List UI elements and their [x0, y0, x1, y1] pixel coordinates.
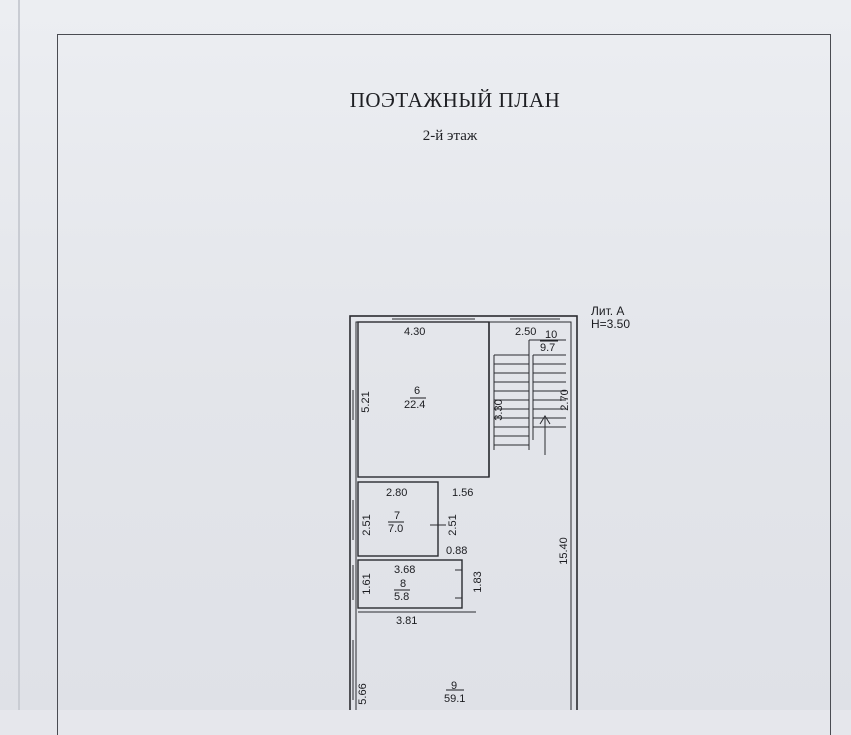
dim-2-80: 2.80	[386, 487, 408, 499]
plan-title: ПОЭТАЖНЫЙ ПЛАН	[349, 88, 561, 112]
outer-wall	[349, 315, 578, 710]
room-9-area: 59.1	[444, 693, 466, 705]
room-10-area: 9.7	[540, 342, 556, 354]
room-6-area: 22.4	[404, 399, 426, 411]
page-edge	[18, 0, 20, 710]
paper-background	[0, 0, 851, 710]
room-6-number: 6	[414, 385, 421, 397]
lit-label: Лит. А	[591, 304, 625, 318]
dim-2-51-right: 2.51	[447, 514, 459, 536]
dim-2-50: 2.50	[515, 326, 537, 338]
dim-5-66: 5.66	[357, 683, 369, 705]
room-8-notch	[455, 569, 463, 599]
dim-4-30: 4.30	[404, 326, 426, 338]
dim-1-56: 1.56	[452, 487, 474, 499]
dim-3-68: 3.68	[394, 564, 416, 576]
room-8-area: 5.8	[394, 591, 410, 603]
dim-0-88: 0.88	[446, 545, 468, 557]
dim-2-51-left: 2.51	[361, 514, 373, 536]
dim-15-40: 15.40	[558, 537, 570, 565]
room-9-number: 9	[451, 680, 458, 692]
dim-2-70: 2.70	[559, 389, 571, 411]
outer-wall-inner	[355, 321, 572, 710]
staircase	[493, 339, 566, 455]
dim-1-83: 1.83	[472, 571, 484, 593]
room-8-number: 8	[400, 578, 407, 590]
height-label: H=3.50	[591, 317, 631, 331]
floor-subtitle: 2-й этаж	[422, 128, 478, 144]
room-10-number: 10	[545, 329, 558, 341]
room-7-number: 7	[394, 510, 401, 522]
plan-frame	[57, 34, 831, 735]
dim-5-21: 5.21	[360, 391, 372, 413]
floor-plan-drawing	[349, 315, 578, 710]
dim-3-30: 3.30	[493, 399, 505, 421]
dim-1-61: 1.61	[361, 573, 373, 595]
dim-3-81: 3.81	[396, 615, 418, 627]
room-7-area: 7.0	[388, 523, 404, 535]
